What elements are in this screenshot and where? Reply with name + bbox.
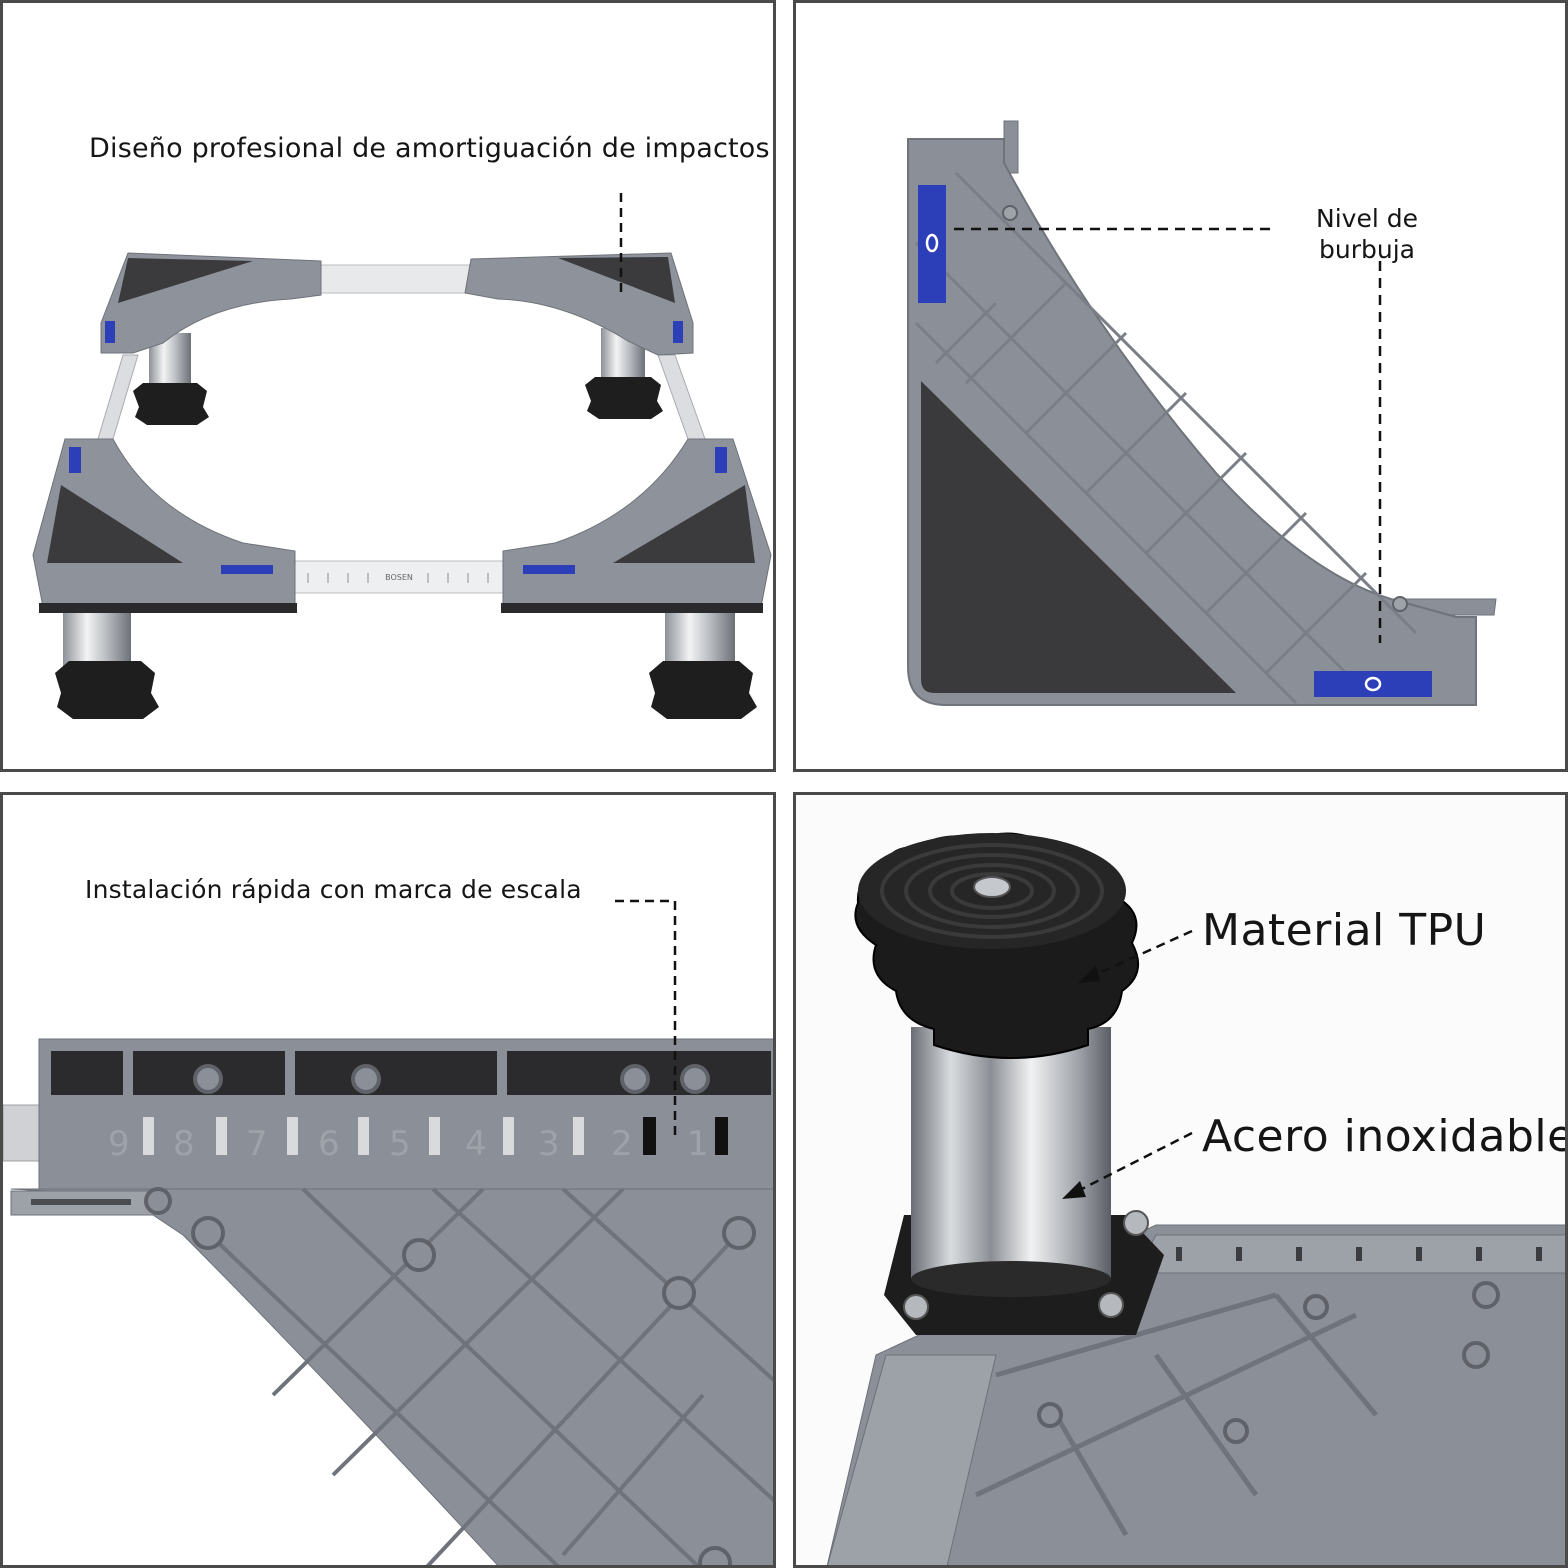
ruler-label: BOSEN	[385, 573, 413, 582]
base-holes	[1037, 1281, 1500, 1444]
caption-quick-install: Instalación rápida con marca de escala	[85, 875, 582, 904]
foot-front-right	[649, 661, 757, 719]
screw-top	[1002, 205, 1018, 221]
caption-bubble-level-line1: Nivel de	[1316, 204, 1418, 233]
screw-right	[1392, 596, 1408, 612]
caption-bubble-level-line2: burbuja	[1318, 235, 1415, 264]
foot-back-left	[133, 383, 209, 425]
tube-base-ring	[911, 1261, 1111, 1297]
scale-number-8: 8	[173, 1124, 195, 1164]
foot-back-right	[585, 377, 663, 419]
pad-back-right	[558, 257, 675, 303]
scale-number-group: 9 8 7 6 5 4 3 2 1	[108, 1124, 709, 1164]
bracket-body	[10, 1188, 773, 1565]
anti-slip-pad	[921, 381, 1236, 693]
scale-number-5: 5	[389, 1124, 411, 1164]
bubble-level-vertical	[918, 185, 946, 303]
left-rail	[97, 354, 139, 440]
callout-line-scale	[615, 899, 677, 1139]
arrow-head-steel	[1062, 1181, 1086, 1199]
scale-number-9: 9	[108, 1124, 130, 1164]
scale-number-1: 1	[687, 1124, 709, 1164]
scale-tick-dark-2	[643, 1117, 656, 1155]
back-rail	[320, 264, 472, 294]
bubble-vertical	[925, 233, 939, 253]
foot-lip-slot	[31, 1199, 131, 1205]
rail-scale-ticks	[1176, 1247, 1542, 1261]
scale-number-3: 3	[538, 1124, 560, 1164]
knob-center-screw	[973, 876, 1011, 898]
bubble-levels	[69, 321, 727, 574]
pad-back-left	[118, 258, 253, 303]
scale-tick-dark-1	[715, 1117, 728, 1155]
scale-bracket-illustration: 9 8 7 6 5 4 3 2 1	[3, 899, 773, 1565]
base-front-left	[39, 603, 297, 613]
right-rail	[657, 354, 706, 440]
bracket-side-rail	[827, 1354, 997, 1565]
plate-screws	[903, 1210, 1149, 1320]
callout-stainless-steel: Acero inoxidable	[1202, 1111, 1568, 1162]
scale-number-7: 7	[246, 1124, 268, 1164]
leg-closeup-illustration	[826, 832, 1565, 1565]
scale-number-4: 4	[465, 1124, 487, 1164]
bubble-level-horizontal	[1314, 671, 1432, 697]
panel-leg-closeup: Material TPU Acero inoxidable	[793, 792, 1568, 1568]
pad-front-left	[47, 485, 183, 563]
steel-tube	[911, 1027, 1111, 1279]
callout-arrows	[1069, 929, 1193, 1197]
bracket-scale-rail	[1135, 1234, 1565, 1274]
body-holes	[144, 1187, 756, 1565]
knob-rings	[880, 843, 1104, 939]
rail-slots	[51, 1051, 771, 1095]
scale-number-6: 6	[318, 1124, 340, 1164]
bubble-horizontal	[1364, 676, 1382, 692]
scale-number-2: 2	[611, 1124, 633, 1164]
panel-scale-marks: 9 8 7 6 5 4 3 2 1	[0, 792, 776, 1568]
base-front-right	[501, 603, 763, 613]
scale-tick-marks	[143, 1117, 584, 1155]
slot-holes	[193, 1064, 710, 1094]
callout-tpu-material: Material TPU	[1202, 905, 1487, 956]
corner-bracket-illustration	[907, 120, 1497, 706]
pad-front-right	[613, 485, 755, 563]
bracket-ribs	[914, 171, 1418, 705]
arrow-head-tpu	[1078, 965, 1100, 983]
front-rail-scale	[307, 573, 489, 583]
side-rail	[3, 1104, 44, 1162]
stand-overview-illustration: BOSEN	[32, 193, 772, 719]
panel-bubble-level: Nivel de burbuja	[793, 0, 1568, 772]
caption-bubble-level: Nivel de burbuja	[1316, 203, 1418, 265]
caption-shock-absorption: Diseño profesional de amortiguación de i…	[89, 133, 770, 164]
foot-front-left	[55, 661, 159, 719]
panel-stand-overview: BOSEN	[0, 0, 776, 772]
